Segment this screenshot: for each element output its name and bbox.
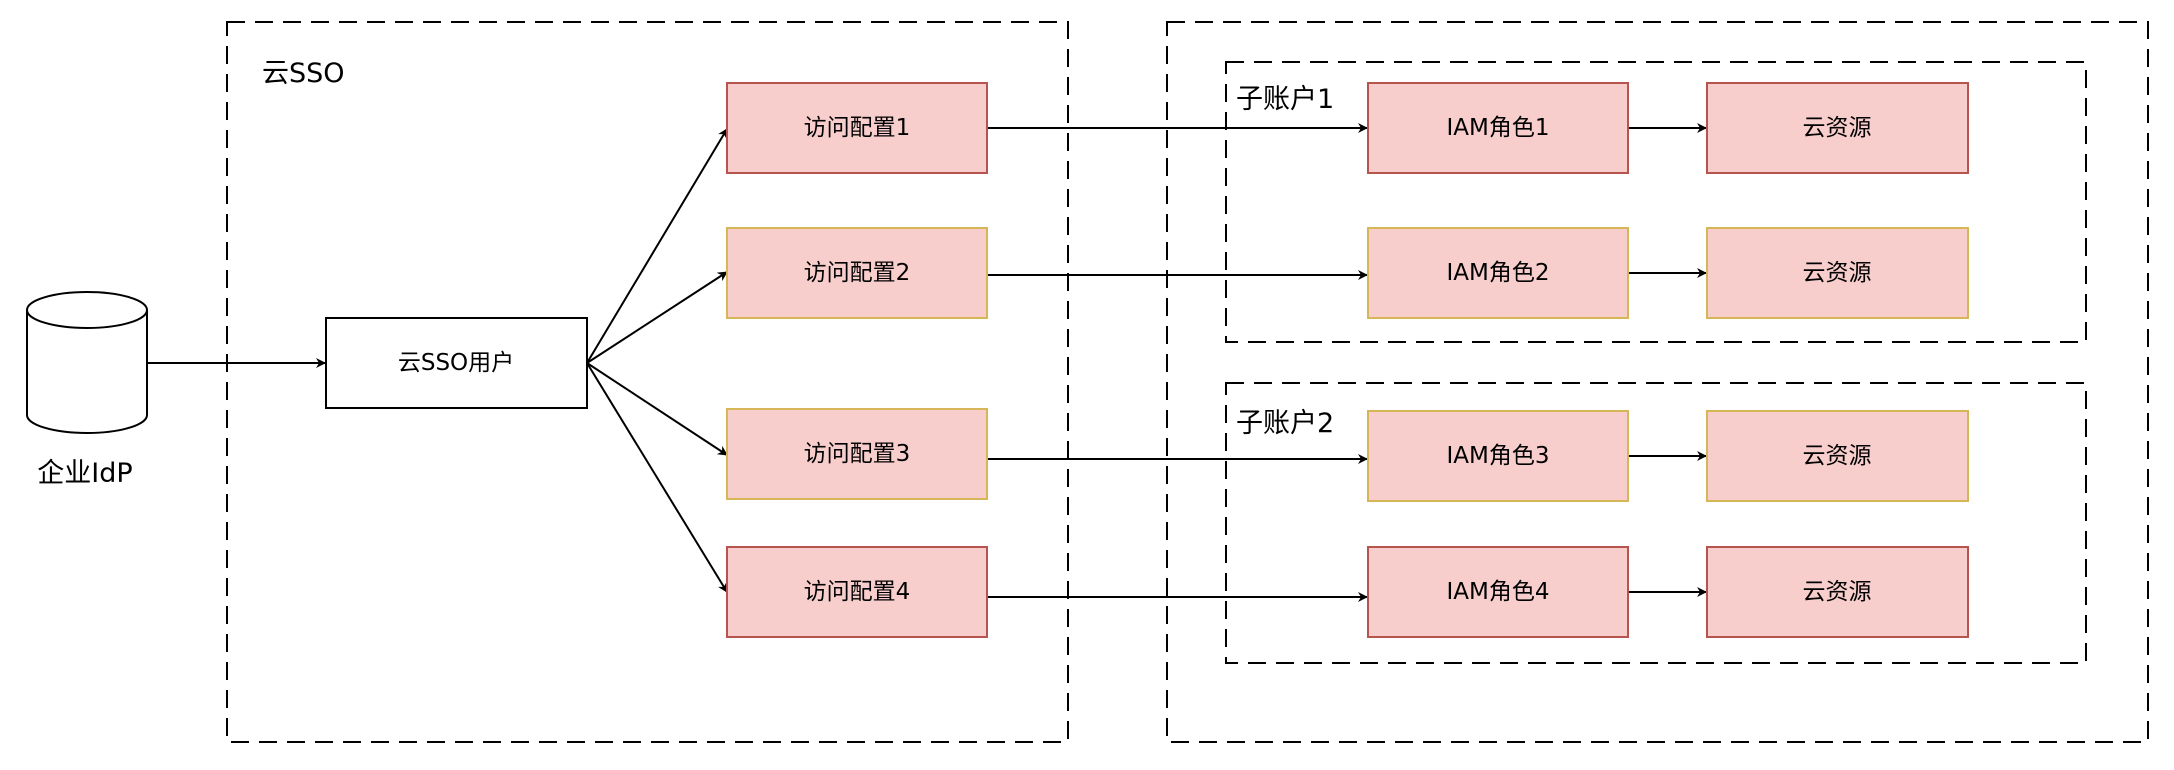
iam-role-4-label: IAM角色4	[1447, 579, 1550, 605]
cloud-resource-3-box[interactable]	[1706, 410, 1969, 502]
access-config-3-box[interactable]	[726, 408, 988, 500]
database-top	[26, 291, 148, 329]
edge-user-to-config-3	[586, 362, 728, 456]
access-config-3-label: 访问配置3	[804, 441, 911, 467]
cloud-resource-1-label: 云资源	[1803, 115, 1872, 141]
iam-role-2-box[interactable]	[1367, 227, 1629, 319]
idp-node[interactable]	[26, 291, 148, 434]
cloud-resource-3-label: 云资源	[1803, 443, 1872, 469]
sso-user-box[interactable]	[325, 317, 588, 409]
cloud-resource-2-label: 云资源	[1803, 260, 1872, 286]
iam-role-3-label: IAM角色3	[1447, 443, 1550, 469]
accounts-outer-group	[1166, 21, 2149, 743]
cloud-resource-1-box[interactable]	[1706, 82, 1969, 174]
edge-user-to-config-1	[586, 128, 728, 364]
cloud-resource-4-box[interactable]	[1706, 546, 1969, 638]
access-config-2-label: 访问配置2	[804, 260, 911, 286]
edges	[146, 123, 1707, 602]
iam-role-1-box[interactable]	[1367, 82, 1629, 174]
iam-role-1-label: IAM角色1	[1447, 115, 1550, 141]
idp-label: 企业IdP	[37, 458, 132, 489]
database-icon	[26, 310, 148, 434]
sub-account-2-label: 子账户2	[1236, 408, 1334, 439]
iam-role-4-box[interactable]	[1367, 546, 1629, 638]
sub-account-1-group	[1225, 61, 2087, 343]
iam-role-2-label: IAM角色2	[1447, 260, 1550, 286]
access-config-1-label: 访问配置1	[804, 115, 911, 141]
access-config-1-box[interactable]	[726, 82, 988, 174]
access-config-2-box[interactable]	[726, 227, 988, 319]
edge-user-to-config-2	[586, 271, 728, 364]
access-config-4-label: 访问配置4	[804, 579, 911, 605]
cloud-sso-group	[226, 21, 1069, 743]
sso-user-label: 云SSO用户	[398, 350, 514, 376]
access-config-4-box[interactable]	[726, 546, 988, 638]
cloud-resource-2-box[interactable]	[1706, 227, 1969, 319]
sub-account-1-label: 子账户1	[1236, 84, 1334, 115]
cloud-resource-4-label: 云资源	[1803, 579, 1872, 605]
iam-role-3-box[interactable]	[1367, 410, 1629, 502]
edge-user-to-config-4	[586, 362, 728, 593]
cloud-sso-label: 云SSO	[262, 58, 345, 89]
sub-account-2-group	[1225, 382, 2087, 664]
